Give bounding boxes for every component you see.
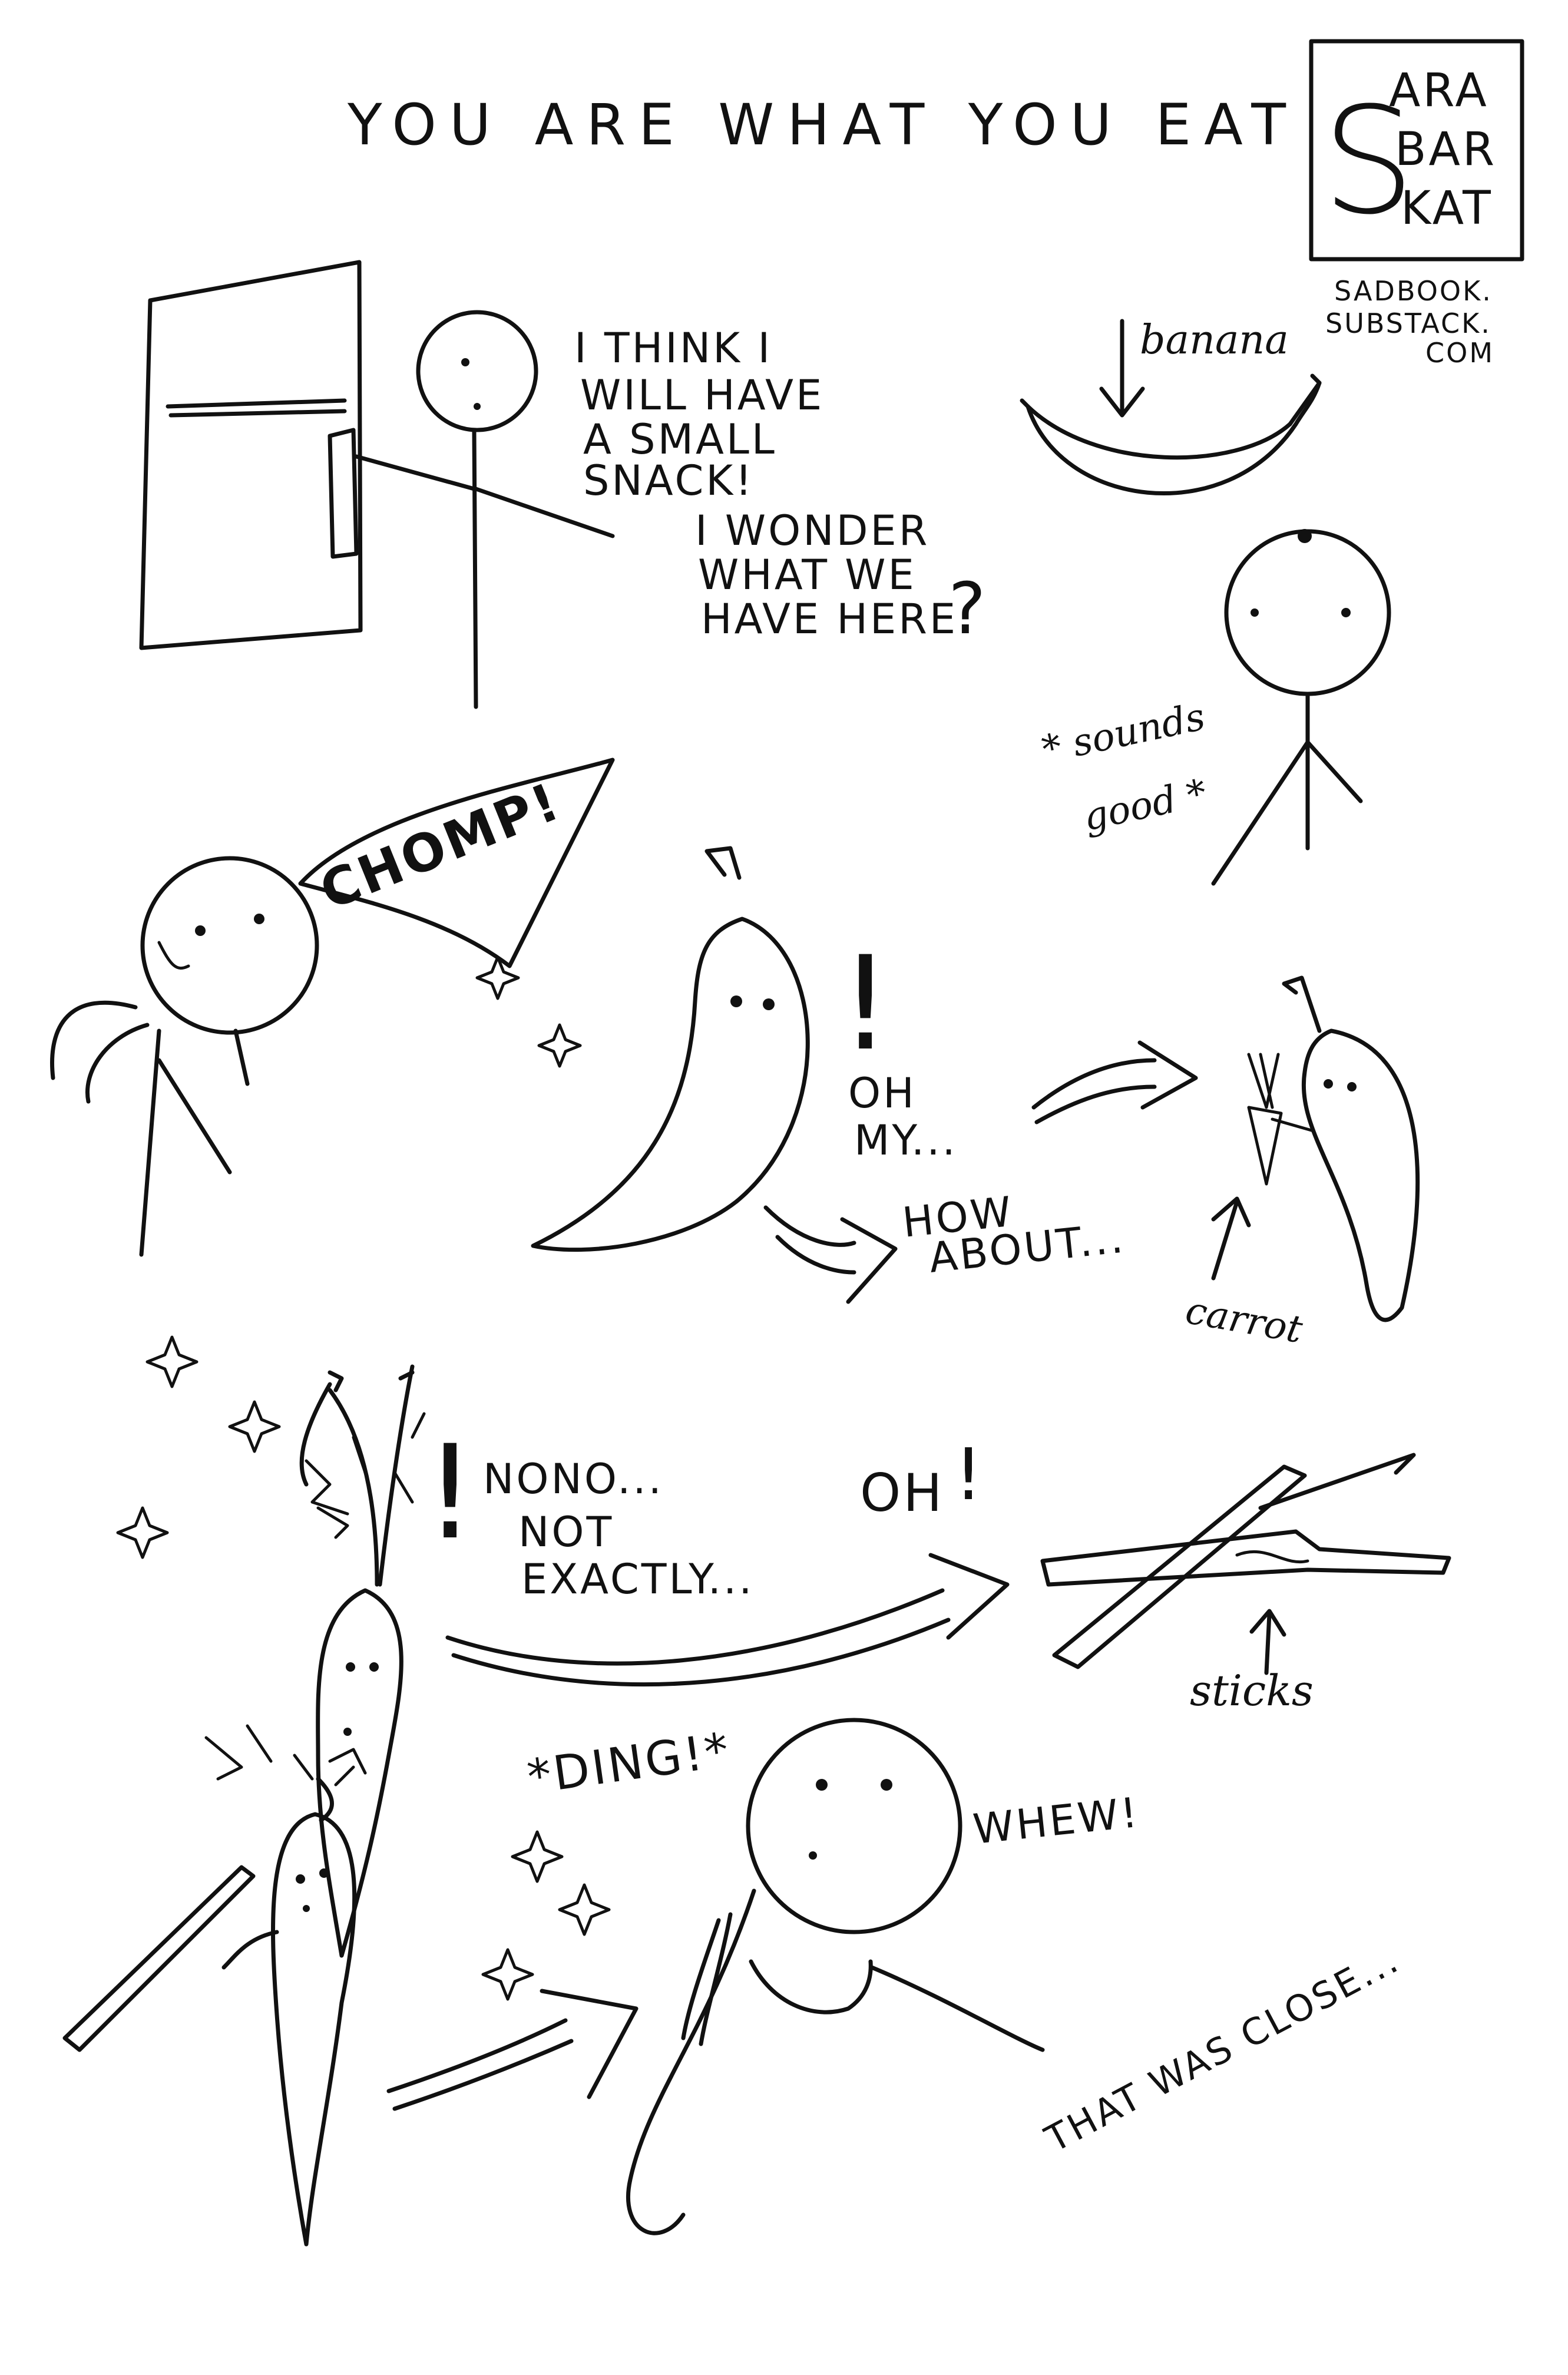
- pointer-arrow-carrot: [1211, 1196, 1251, 1281]
- artist-logo: S ARA BAR KAT: [1309, 39, 1524, 262]
- pointer-arrow-sticks: [1249, 1609, 1286, 1675]
- fridge-drawing: [139, 260, 363, 650]
- stick-figure-fridge: [354, 310, 615, 709]
- panel-chomp: CHOMP!: [50, 758, 615, 1257]
- panel-fridge: I THINK I WILL HAVE A SMALL SNACK! I WON…: [139, 260, 988, 709]
- reaction-line-1: * sounds: [1038, 695, 1209, 772]
- close-text: THAT WAS CLOSE...: [1038, 1938, 1407, 2161]
- oh-my-line-2: MY...: [854, 1116, 958, 1165]
- reaction-line-2: good *: [1080, 771, 1210, 839]
- nono-text: NONO...: [483, 1455, 664, 1503]
- panel-banana-alarm: ! OH MY... HOW ABOUT... carrot: [531, 846, 1420, 1352]
- oh-my-line-1: OH: [848, 1069, 917, 1117]
- banana-exclaim: !: [839, 928, 894, 1079]
- arrow-to-how-about: [763, 1205, 898, 1304]
- whew-text: WHEW!: [971, 1788, 1142, 1854]
- stick-figure-banana: [1211, 529, 1391, 886]
- arrow-to-figure: [386, 1989, 639, 2111]
- stick-figure-chomp: [50, 856, 319, 1257]
- sparkles-ending: [481, 1830, 611, 2001]
- arrow-to-carrot: [1031, 1040, 1198, 1124]
- sparkles-carrot: [116, 1335, 281, 1559]
- stick-figure-ending: [626, 1718, 1045, 2235]
- carrot-with-stick: [62, 1724, 367, 2247]
- sticks-drawing: [1040, 1453, 1451, 1669]
- banana-label: banana: [1140, 317, 1289, 363]
- oh-text: OH: [860, 1463, 944, 1523]
- comic-title: YOU ARE WHAT YOU EAT: [347, 92, 1299, 158]
- pointer-arrow-banana: [1099, 319, 1145, 418]
- logo-line-bar: BAR: [1395, 123, 1497, 176]
- not-exactly-line-2: EXACTLY...: [521, 1555, 755, 1603]
- banana-character: [531, 846, 810, 1252]
- how-about-line-1: HOW: [900, 1188, 1015, 1247]
- thought-line-3: A SMALL: [583, 415, 777, 464]
- credit-url: SADBOOK. SUBSTACK. COM: [1325, 275, 1494, 369]
- chomp-speech-burst: CHOMP!: [298, 758, 615, 968]
- ding-text: *DING!*: [524, 1722, 735, 1804]
- panel-banana-intro: banana * sounds good *: [1020, 317, 1391, 886]
- sparkles-chomp: [475, 955, 582, 1068]
- thought-line-4: SNACK!: [583, 457, 754, 505]
- carrot-character: [299, 1364, 426, 1958]
- wonder-line-2: WHAT WE: [698, 551, 917, 599]
- sticks-label: sticks: [1190, 1666, 1314, 1715]
- credit-line-2: SUBSTACK.: [1325, 307, 1491, 339]
- thought-line-2: WILL HAVE: [580, 371, 824, 419]
- mini-banana-holding-carrot: [1247, 975, 1420, 1322]
- wonder-line-1: I WONDER: [695, 507, 929, 555]
- carrot-exclaim: !: [424, 1417, 478, 1568]
- not-exactly-line-1: NOT: [518, 1508, 614, 1556]
- panel-ending: *DING!* WHEW! THAT WAS CLOSE...: [62, 1718, 1407, 2247]
- logo-line-ara: ARA: [1389, 64, 1489, 117]
- banana-drawing: [1020, 373, 1322, 496]
- arrow-to-sticks: [445, 1553, 1010, 1687]
- logo-line-kat: KAT: [1401, 182, 1493, 235]
- wonder-line-3: HAVE HERE: [701, 595, 958, 643]
- oh-exclaim: !: [954, 1434, 985, 1516]
- wonder-text: I WONDER WHAT WE HAVE HERE ?: [695, 507, 988, 650]
- wonder-question-mark: ?: [948, 568, 988, 650]
- panel-carrot-alarm: ! NONO... NOT EXACTLY... OH ! sticks: [116, 1335, 1451, 1958]
- thought-line-1: I THINK I: [574, 324, 772, 372]
- carrot-label: carrot: [1182, 1289, 1306, 1352]
- credit-line-3: COM: [1425, 337, 1494, 369]
- thought-text: I THINK I WILL HAVE A SMALL SNACK!: [574, 324, 824, 505]
- credit-line-1: SADBOOK.: [1334, 275, 1493, 307]
- logo-letter-s: S: [1322, 75, 1415, 247]
